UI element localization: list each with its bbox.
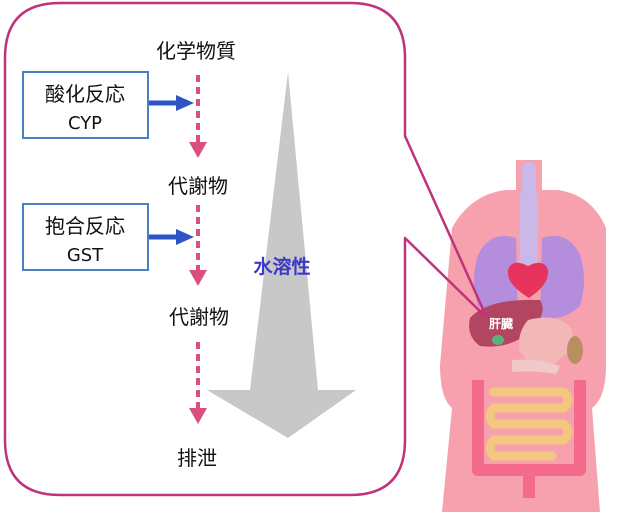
dashed-arrow-1	[189, 75, 207, 158]
gst-label: GST	[67, 245, 104, 266]
water-solubility-label: 水溶性	[253, 255, 310, 278]
metabolite-1-label: 代謝物	[168, 174, 228, 198]
dashed-arrow-3	[189, 342, 207, 424]
cyp-label: CYP	[68, 113, 102, 134]
metabolite-2-label: 代謝物	[169, 305, 229, 329]
oxidation-box: 酸化反応 CYP	[22, 71, 149, 139]
callout-frame	[3, 1, 489, 497]
chemical-substance-label: 化学物質	[156, 39, 236, 63]
oxidation-label: 酸化反応	[45, 82, 125, 106]
liver-label: 肝臓	[489, 316, 513, 331]
human-torso-organs-icon	[440, 160, 606, 512]
dashed-arrow-2	[189, 205, 207, 286]
excretion-label: 排泄	[177, 446, 217, 470]
blue-arrow-2	[148, 229, 194, 245]
conjugation-box: 抱合反応 GST	[22, 203, 149, 271]
conjugation-label: 抱合反応	[45, 214, 125, 238]
blue-arrow-1	[148, 95, 194, 111]
solubility-arrow	[207, 72, 356, 438]
